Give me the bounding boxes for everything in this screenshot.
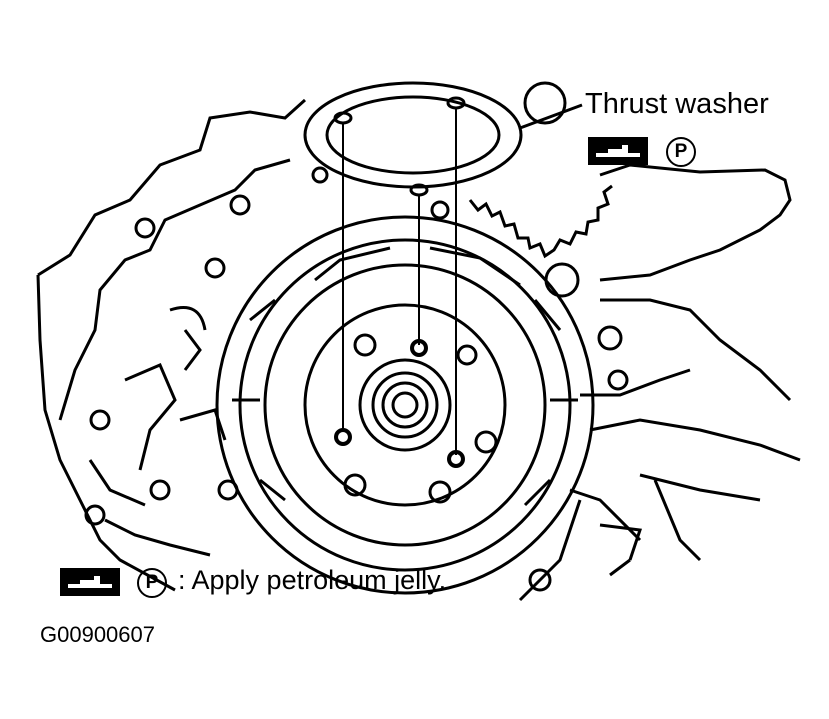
drum-segments [232, 246, 578, 507]
apply-petroleum-jelly-label: : Apply petroleum jelly. [178, 565, 447, 595]
drum-ring-2 [238, 238, 572, 572]
hole-5 [456, 344, 478, 366]
bolt-hole-7 [217, 479, 239, 501]
thrust-washer-inner [325, 95, 501, 175]
bolt-hole-4 [89, 409, 111, 431]
hub-ring-1 [358, 358, 452, 452]
jelly-point-right [447, 450, 465, 468]
right-housing [569, 163, 801, 562]
hub-center [391, 391, 419, 419]
housing-flange [88, 459, 211, 557]
hole-2 [474, 430, 498, 454]
jelly-point-mid [410, 339, 428, 357]
petroleum-jelly-tool-icon [60, 568, 120, 596]
bolt-hole-10 [528, 568, 552, 592]
figure-id: G00900607 [40, 622, 155, 647]
bolt-hole-5 [84, 504, 106, 526]
right-housing-slot [599, 523, 643, 577]
bolt-hole-6 [149, 479, 171, 501]
top-right-circle [523, 81, 567, 125]
washer-tab-bottom [409, 183, 429, 197]
bolt-hole-11 [311, 166, 329, 184]
gear-hub-circle [544, 262, 580, 298]
bolt-hole-3 [204, 257, 226, 279]
thrust-washer-label: Thrust washer [585, 88, 769, 120]
bolt-hole-8 [597, 325, 623, 351]
hole-4 [428, 480, 452, 504]
leader-line-thrust [519, 103, 583, 130]
drum-ring-4 [303, 303, 507, 507]
left-channels [124, 306, 227, 471]
bolt-hole-1 [134, 217, 156, 239]
hole-3 [343, 473, 367, 497]
petroleum-jelly-tool-icon [588, 137, 648, 165]
housing-inner-outline [58, 158, 291, 421]
petroleum-jelly-p-symbol: P [137, 568, 167, 598]
housing-outline [36, 98, 582, 602]
hub-ring-2 [371, 371, 439, 439]
drum-ring-3 [263, 263, 547, 547]
thrust-washer-outer [303, 81, 523, 189]
gear-teeth [468, 184, 613, 259]
bolt-hole-9 [607, 369, 629, 391]
bolt-hole-12 [430, 200, 450, 220]
hole-1 [353, 333, 377, 357]
petroleum-jelly-p-symbol: P [666, 137, 696, 167]
bolt-hole-2 [229, 194, 251, 216]
hub-ring-3 [381, 381, 429, 429]
drum-outer [215, 215, 595, 595]
jelly-point-left [334, 428, 352, 446]
